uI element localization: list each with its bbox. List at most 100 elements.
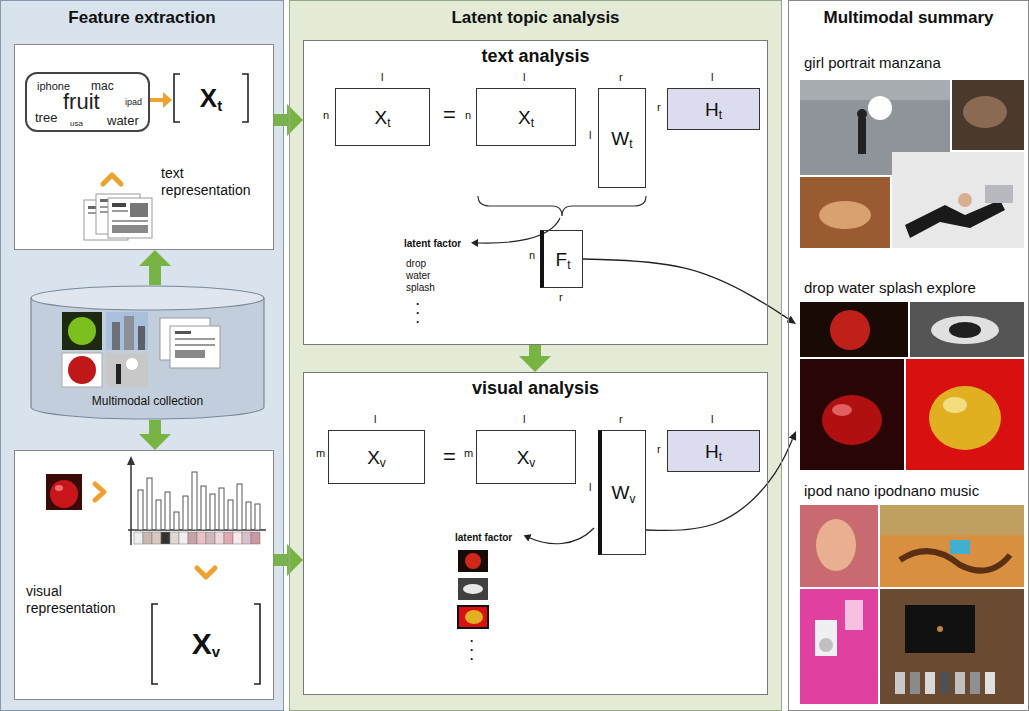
matrix-box: Xt: [476, 88, 576, 146]
histogram: [201, 486, 206, 530]
collection-photo: [106, 312, 148, 350]
matrix-symbol: t: [531, 117, 534, 129]
box-fill: [25, 72, 150, 132]
topic-keywords: girl portrait manzana: [804, 54, 941, 72]
topic-keywords: drop water splash explore: [804, 279, 976, 297]
analysis-title: visual analysis: [472, 378, 599, 400]
orange-chevron: [95, 484, 104, 500]
summary-photo: [800, 589, 878, 704]
matrix-symbol: F: [556, 250, 568, 269]
summary-photo: [931, 316, 999, 344]
summary-photo: [800, 177, 890, 248]
apple-photo: [46, 474, 82, 510]
apple-photo: [50, 480, 78, 508]
summary-photo: [800, 505, 878, 587]
matrix-symbol: t: [719, 109, 722, 121]
collection-photo: [175, 331, 191, 334]
latent-factor-thumbnail: [458, 550, 488, 572]
bracket-outline: [242, 74, 248, 122]
summary-photo: [816, 519, 856, 571]
collection-photo: [170, 326, 220, 368]
text-holder: usa: [70, 120, 83, 128]
latent-factor-thumbnail: [458, 550, 488, 628]
collection-photo: [62, 353, 102, 387]
summary-photo: [815, 620, 837, 656]
summary-group: ipod nano ipodnano music: [796, 478, 1025, 706]
leader-line: [530, 528, 594, 544]
annotation: latent factor: [404, 238, 461, 250]
text-holder: Feature extraction: [68, 8, 215, 28]
latent-factor-thumbnail: [458, 578, 488, 600]
label-holder: drop water splash: [406, 258, 440, 294]
orange-chevron: [95, 175, 215, 577]
dimension-label: r: [559, 292, 563, 303]
summary-photo: [822, 395, 882, 445]
box-fill: [335, 88, 430, 146]
label-holder: m: [316, 448, 325, 459]
label-holder: n: [465, 110, 471, 121]
document-icon: [112, 225, 148, 233]
matrix-symbol: H: [705, 100, 719, 119]
cloud-word: tree: [35, 111, 57, 124]
matrix-symbol: t: [629, 138, 632, 150]
box-fill: [14, 450, 274, 700]
matrix-symbol: v: [212, 644, 220, 659]
summary-photo: [830, 310, 870, 350]
collection-photo: [124, 316, 134, 350]
matrix-box: Ht: [667, 88, 760, 130]
text-holder: v: [529, 451, 535, 463]
matrix-symbol: t: [719, 451, 722, 463]
text-holder: t: [719, 445, 722, 457]
document-icon: [112, 203, 126, 207]
text-holder: W: [611, 129, 629, 148]
label-holder: r: [619, 414, 623, 425]
annotation: latent factor: [455, 532, 512, 544]
histogram: [127, 456, 135, 465]
histogram: [228, 500, 233, 530]
collection-photo: [68, 356, 96, 384]
label-holder: . . .: [416, 297, 422, 324]
matrix-symbol: W: [612, 483, 630, 502]
dimension-label: n: [529, 250, 535, 261]
matrix-box: Ht: [667, 430, 760, 472]
box-fill: [303, 40, 768, 345]
box-fill: [289, 0, 782, 711]
box-fill: [598, 430, 646, 555]
histogram: [179, 532, 188, 544]
histogram: [174, 512, 179, 530]
label-holder: l: [523, 414, 525, 425]
dimension-label: r: [657, 102, 661, 113]
text-holder: v: [380, 451, 386, 463]
collection-photo: [175, 350, 205, 358]
collection-label: Multimodal collection: [30, 395, 265, 408]
label-holder: r: [657, 444, 661, 455]
text-holder: t: [217, 91, 222, 106]
panel-title: Multimodal summary: [823, 8, 993, 28]
label-holder: . . .: [470, 634, 476, 661]
summary-photo: [800, 80, 1024, 704]
label-holder: l: [589, 130, 591, 141]
cloud-word: fruit: [63, 91, 100, 113]
panel-title: Latent topic analysis: [451, 8, 619, 28]
summary-photo: [955, 672, 965, 694]
box-fill: [667, 430, 760, 472]
cloud-word: ipad: [125, 98, 142, 107]
dimension-label: l: [523, 414, 525, 425]
panel-title: Feature extraction: [68, 8, 215, 28]
box-fill: [303, 372, 768, 695]
text-holder: visual representation: [26, 583, 151, 617]
histogram: [233, 532, 242, 544]
collection-photo: [126, 358, 138, 370]
bracket-outline: [174, 74, 180, 122]
summary-photo: [858, 118, 866, 154]
box-fill: [598, 88, 646, 188]
box-fill: [788, 0, 1029, 711]
summary-photo: [895, 672, 905, 694]
summary-photo: [950, 540, 970, 554]
text-holder: F: [556, 250, 568, 269]
latent-factor-thumbnail: [458, 606, 488, 628]
summary-photo: [900, 551, 1010, 571]
matrix-symbol: X: [518, 108, 531, 127]
matrix-symbol: X: [517, 448, 530, 467]
